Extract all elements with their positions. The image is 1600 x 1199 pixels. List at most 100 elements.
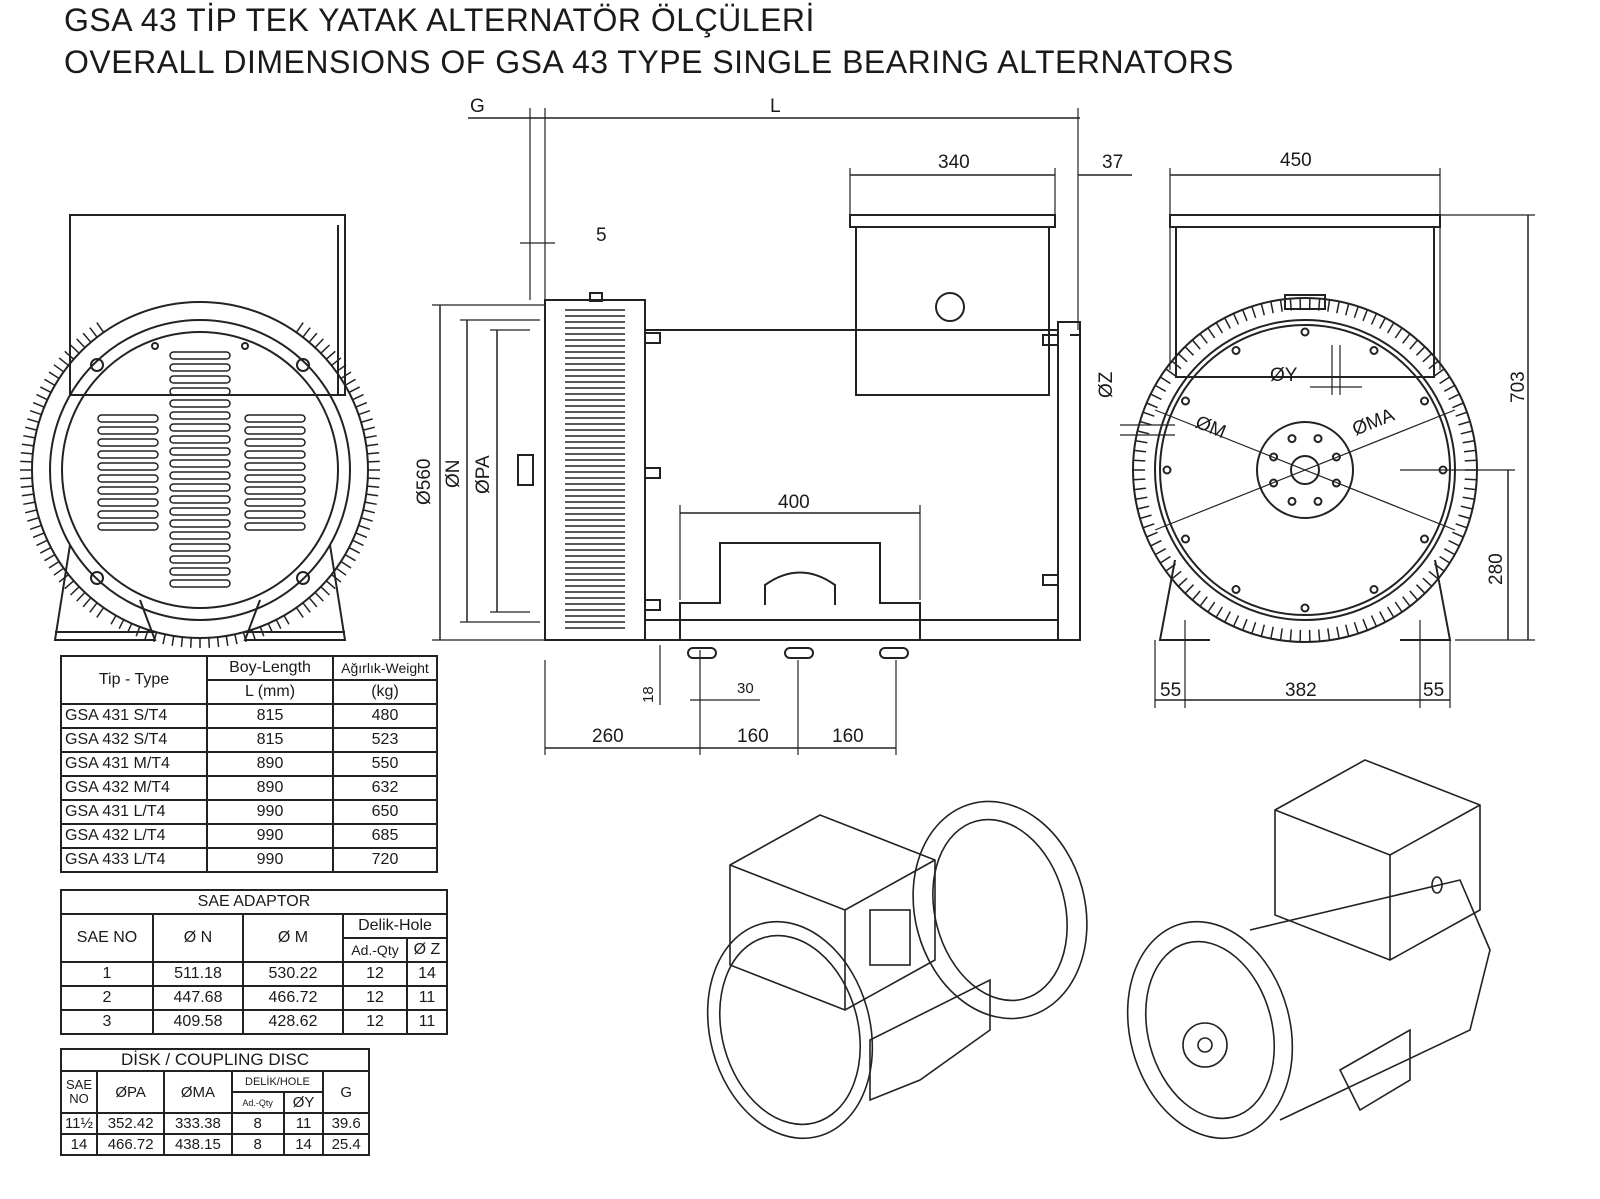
vent-slot: [97, 462, 159, 471]
dim-55-b: 55: [1423, 680, 1445, 701]
vent-slot: [169, 459, 231, 468]
vent-slot: [97, 486, 159, 495]
vent-slot: [244, 414, 306, 423]
header-y: ØY: [282, 1091, 325, 1114]
vent-slot: [169, 375, 231, 384]
cell-type: GSA 431 S/T4: [60, 703, 208, 729]
vent-slot: [169, 531, 231, 540]
right-end-view: [1120, 168, 1535, 708]
dim-z: ØZ: [1096, 371, 1117, 398]
cell-weight: 550: [332, 751, 438, 777]
cell-ma: 333.38: [163, 1112, 233, 1135]
cell-pa: 352.42: [95, 1112, 166, 1135]
vent-slot: [169, 435, 231, 444]
cell-weight: 685: [332, 823, 438, 849]
vent-slot: [169, 507, 231, 516]
vent-slot: [97, 522, 159, 531]
header-sae-line2: NO: [69, 1091, 89, 1106]
header-disk-hole: DELİK/HOLE: [230, 1070, 325, 1093]
header-g: G: [322, 1070, 370, 1114]
bolt-hole: [1420, 396, 1429, 406]
cell-length: 990: [206, 799, 334, 825]
header-m: Ø M: [242, 913, 344, 963]
cell-no: 1: [60, 961, 154, 987]
dim-l: L: [770, 96, 781, 117]
header-length-unit: L (mm): [206, 679, 334, 705]
dim-280: 280: [1486, 553, 1507, 585]
header-n: Ø N: [152, 913, 244, 963]
cell-type: GSA 431 M/T4: [60, 751, 208, 777]
header-z: Ø Z: [405, 937, 449, 963]
cell-no: 2: [60, 985, 154, 1011]
isometric-view-front: [706, 800, 1088, 1140]
vent-slot: [97, 438, 159, 447]
cell-m: 466.72: [242, 985, 344, 1011]
cell-weight: 650: [332, 799, 438, 825]
side-view: [432, 108, 1132, 755]
coupling-bolt-hole: [1287, 496, 1297, 506]
fan-grille: [565, 309, 625, 629]
dim-703: 703: [1508, 371, 1529, 403]
dim-160-b: 160: [832, 726, 864, 747]
cell-qty: 12: [342, 1009, 408, 1035]
vent-slot: [169, 351, 231, 360]
header-pa: ØPA: [95, 1070, 166, 1114]
vent-slot: [169, 411, 231, 420]
sae-table-title: SAE ADAPTOR: [60, 889, 448, 915]
bolt-hole: [1181, 396, 1190, 406]
vent-slot: [97, 498, 159, 507]
cell-weight: 480: [332, 703, 438, 729]
dim-160-a: 160: [737, 726, 769, 747]
sae-adaptor-table: SAE ADAPTOR SAE NO Ø N Ø M Delik-Hole Ad…: [60, 889, 449, 1035]
cell-qty: 8: [230, 1112, 285, 1135]
cell-no: 3: [60, 1009, 154, 1035]
vent-slot: [97, 450, 159, 459]
cell-ma: 438.15: [163, 1133, 233, 1156]
header-qty: Ad.-Qty: [342, 937, 408, 963]
vent-slot: [244, 450, 306, 459]
vent-slot: [169, 423, 231, 432]
dim-382: 382: [1285, 680, 1317, 701]
bolt-hole: [1369, 585, 1379, 594]
vent-slot: [97, 426, 159, 435]
vent-slot: [169, 567, 231, 576]
vent-slot: [169, 543, 231, 552]
header-ma: ØMA: [163, 1070, 233, 1114]
cell-qty: 12: [342, 961, 408, 987]
dim-5: 5: [596, 225, 607, 246]
cell-type: GSA 431 L/T4: [60, 799, 208, 825]
vent-slot: [97, 414, 159, 423]
bolt-hole: [1181, 534, 1190, 544]
vent-slot: [244, 438, 306, 447]
dim-pa: ØPA: [473, 455, 494, 494]
dim-y: ØY: [1270, 365, 1298, 386]
type-length-weight-table: Tip - Type Boy-Length Ağırlık-Weight L (…: [60, 655, 438, 873]
dim-55-a: 55: [1160, 680, 1182, 701]
vent-slot: [169, 519, 231, 528]
cell-weight: 632: [332, 775, 438, 801]
dim-260: 260: [592, 726, 624, 747]
vent-slot: [97, 474, 159, 483]
cell-n: 409.58: [152, 1009, 244, 1035]
cell-z: 11: [405, 1009, 449, 1035]
dim-g: G: [470, 96, 485, 117]
header-hole: Delik-Hole: [342, 913, 448, 939]
coupling-bolt-hole: [1269, 478, 1279, 488]
cell-n: 447.68: [152, 985, 244, 1011]
bolt-hole: [1231, 585, 1241, 594]
coupling-bolt-hole: [1331, 478, 1341, 488]
header-length: Boy-Length: [206, 655, 334, 681]
header-sae-no: SAE NO: [60, 913, 154, 963]
bolt-hole: [1300, 327, 1310, 337]
cell-length: 990: [206, 847, 334, 873]
dim-340: 340: [938, 152, 970, 173]
left-end-view: [20, 214, 380, 648]
cell-g: 39.6: [322, 1112, 370, 1135]
